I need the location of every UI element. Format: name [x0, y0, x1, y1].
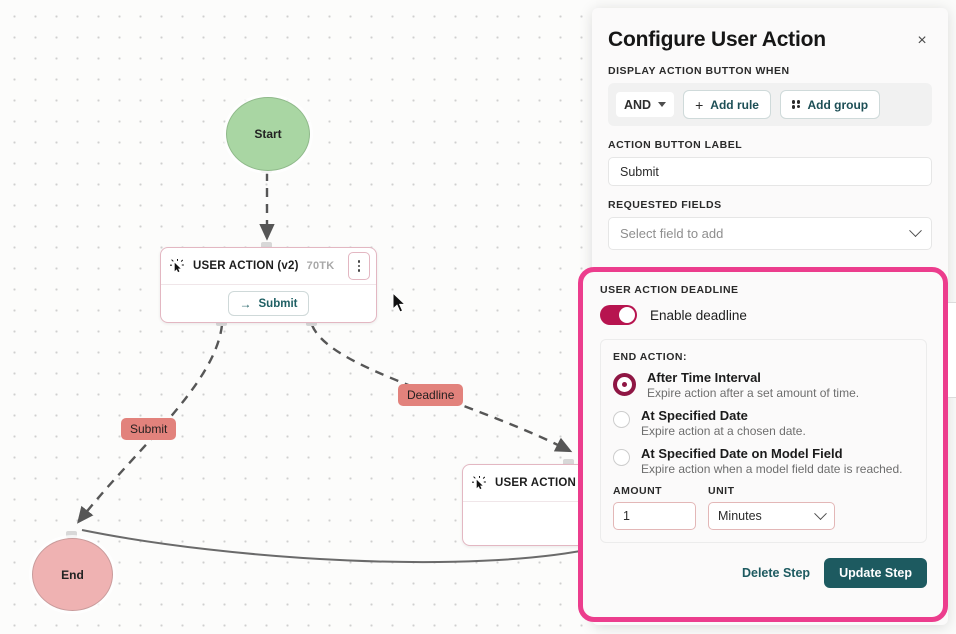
unit-select[interactable]: Minutes — [708, 502, 835, 530]
update-step-button[interactable]: Update Step — [824, 558, 927, 588]
arrow-right-icon: → — [239, 296, 252, 311]
node-user-action-2-title: USER ACTION ( — [495, 477, 584, 489]
radio-title: At Specified Date on Model Field — [641, 446, 843, 461]
edge-label-deadline[interactable]: Deadline — [398, 384, 464, 406]
radio-option-at-specified-date-on-model-field[interactable]: At Specified Date on Model Field Expire … — [613, 446, 914, 476]
radio-icon[interactable] — [613, 411, 630, 428]
plus-icon: + — [695, 96, 704, 113]
display-when-label: DISPLAY ACTION BUTTON WHEN — [608, 65, 790, 77]
click-cursor-icon — [472, 475, 487, 489]
unit-label: UNIT — [708, 485, 735, 497]
radio-title: At Specified Date — [641, 408, 748, 423]
node-user-action-1-title: USER ACTION (v2) — [193, 260, 299, 272]
node-end[interactable]: End — [32, 538, 113, 611]
logical-operator-value: AND — [624, 97, 652, 112]
chevron-down-icon — [814, 506, 827, 520]
node-user-action-1-body: → Submit — [161, 285, 376, 322]
node-user-action-2-header: USER ACTION ( — [463, 465, 663, 502]
delete-step-button[interactable]: Delete Step — [741, 566, 811, 580]
panel-header: Configure User Action × — [608, 28, 932, 52]
node-start[interactable]: Start — [226, 97, 310, 171]
close-icon[interactable]: × — [917, 32, 927, 49]
add-rule-button[interactable]: + Add rule — [683, 90, 771, 119]
requested-fields-select[interactable]: Select field to add — [608, 217, 932, 250]
action-button-label-value: Submit — [620, 164, 659, 179]
deadline-section-label: USER ACTION DEADLINE — [600, 284, 739, 296]
add-group-label: Add group — [807, 97, 869, 112]
enable-deadline-label: Enable deadline — [650, 307, 747, 323]
node-menu-icon[interactable] — [348, 252, 370, 280]
radio-option-after-time-interval[interactable]: After Time Interval Expire action after … — [613, 370, 914, 400]
amount-input[interactable]: 1 — [613, 502, 696, 530]
radio-icon-selected[interactable] — [613, 373, 636, 396]
user-action-deadline-section: USER ACTION DEADLINE Enable deadline END… — [578, 267, 948, 622]
panel-footer: Delete Step Update Step — [600, 558, 927, 588]
enable-deadline-row[interactable]: Enable deadline — [600, 305, 927, 325]
add-group-button[interactable]: Add group — [779, 90, 881, 119]
page-title: Configure User Action — [608, 28, 826, 51]
port-end-top — [66, 531, 77, 538]
end-action-label: END ACTION: — [613, 351, 687, 363]
chevron-down-icon — [658, 102, 667, 107]
requested-fields-placeholder: Select field to add — [620, 226, 724, 241]
node-action-button-label: Submit — [258, 297, 298, 310]
action-button-label-input[interactable]: Submit — [608, 157, 932, 186]
action-button-label-label: ACTION BUTTON LABEL — [608, 139, 743, 151]
rule-builder-bar: AND + Add rule Add group — [608, 83, 932, 126]
radio-desc: Expire action when a model field date is… — [641, 462, 903, 476]
radio-icon[interactable] — [613, 449, 630, 466]
logical-operator-select[interactable]: AND — [616, 92, 675, 117]
node-end-label: End — [61, 567, 84, 582]
click-cursor-icon — [170, 258, 185, 272]
amount-value: 1 — [623, 509, 630, 523]
radio-desc: Expire action after a set amount of time… — [647, 386, 860, 400]
chevron-down-icon — [909, 224, 922, 238]
node-action-button-submit[interactable]: → Submit — [227, 291, 310, 316]
node-user-action-1[interactable]: USER ACTION (v2) 70TK → Submit — [160, 247, 377, 323]
radio-desc: Expire action at a chosen date. — [641, 424, 806, 438]
group-icon — [791, 100, 801, 109]
mouse-cursor — [392, 292, 407, 313]
radio-title: After Time Interval — [647, 370, 761, 385]
end-action-group: END ACTION: After Time Interval Expire a… — [600, 339, 927, 543]
unit-value: Minutes — [718, 509, 762, 523]
node-start-label: Start — [254, 127, 282, 141]
radio-option-at-specified-date[interactable]: At Specified Date Expire action at a cho… — [613, 408, 914, 438]
amount-label: AMOUNT — [613, 485, 663, 497]
add-rule-label: Add rule — [710, 97, 759, 112]
requested-fields-label: REQUESTED FIELDS — [608, 199, 722, 211]
workflow-canvas[interactable]: Start End USER ACTION (v2) 70TK → Submit — [0, 0, 664, 634]
node-user-action-1-id: 70TK — [306, 260, 335, 272]
enable-deadline-toggle[interactable] — [600, 305, 637, 325]
toggle-knob — [619, 307, 635, 323]
port-ua1-top — [261, 242, 272, 249]
interval-inputs-row: AMOUNT 1 UNIT Minutes — [613, 485, 914, 530]
node-user-action-1-header: USER ACTION (v2) 70TK — [161, 248, 376, 285]
edge-label-submit[interactable]: Submit — [121, 418, 177, 440]
port-ua2-top — [563, 459, 574, 466]
